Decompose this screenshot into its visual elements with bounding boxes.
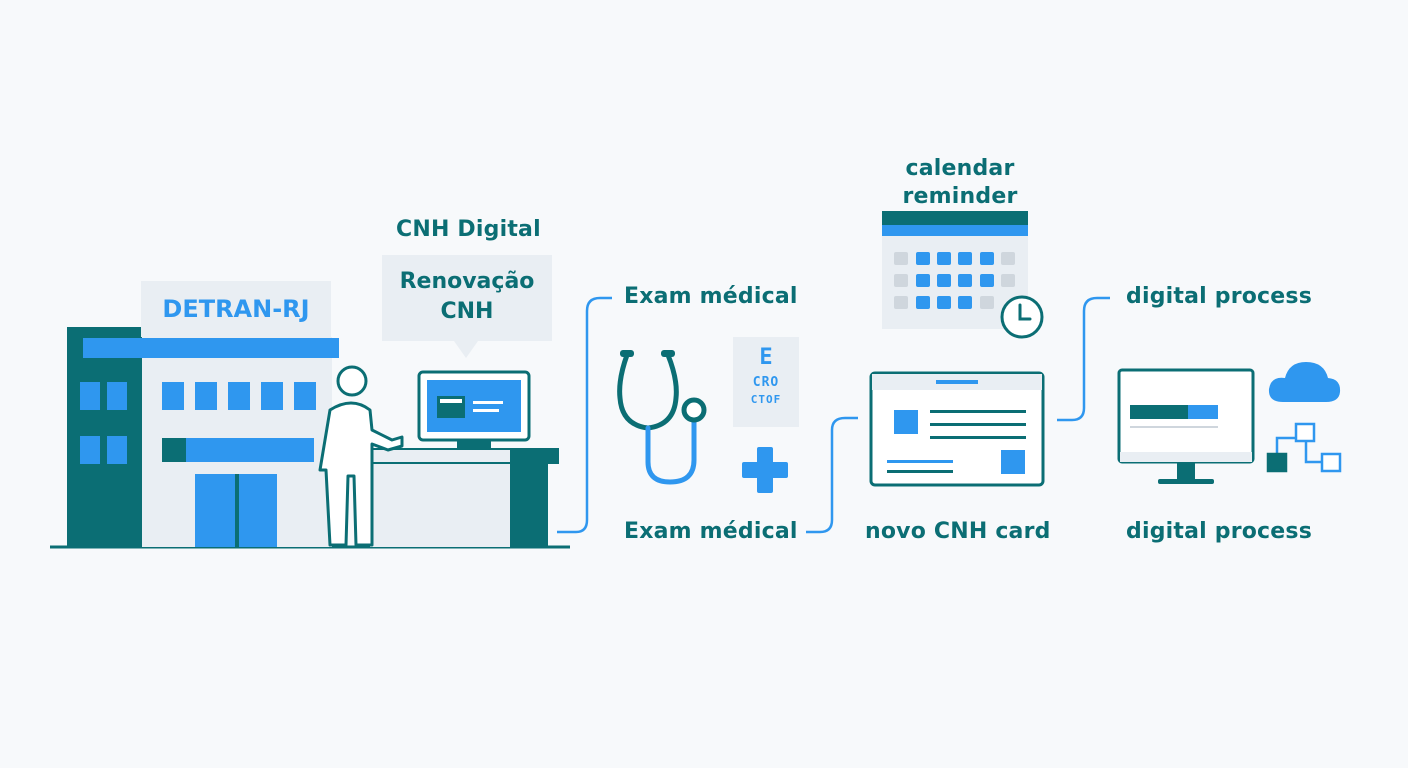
eye-chart-row-2: CRO bbox=[752, 375, 780, 390]
connector-line-3 bbox=[1057, 296, 1110, 422]
speech-bubble: Renovação CNH bbox=[382, 255, 552, 358]
connector-line-2 bbox=[806, 416, 858, 534]
calendar-reminder-label: calendar reminder bbox=[880, 155, 1040, 211]
exam-medical-label-top: Exam médical bbox=[624, 284, 798, 309]
cnh-card-icon bbox=[869, 371, 1045, 487]
detran-sign: DETRAN-RJ bbox=[141, 281, 331, 337]
exam-medical-label-bottom: Exam médical bbox=[624, 519, 798, 544]
detran-building-icon bbox=[67, 327, 339, 547]
calendar-label-line-1: calendar bbox=[905, 156, 1015, 181]
stethoscope-icon bbox=[617, 350, 707, 485]
network-nodes-icon bbox=[1266, 422, 1342, 473]
calendar-label-line-2: reminder bbox=[902, 184, 1018, 209]
connector-line-1 bbox=[557, 296, 612, 534]
calendar-icon bbox=[882, 211, 1028, 329]
desktop-monitor-icon bbox=[1117, 368, 1255, 484]
digital-process-label-bottom: digital process bbox=[1126, 519, 1313, 544]
cloud-icon bbox=[1268, 362, 1341, 402]
bubble-line-2: CNH bbox=[440, 299, 494, 324]
digital-process-label-top: digital process bbox=[1126, 284, 1313, 309]
novo-cnh-card-label: novo CNH card bbox=[865, 519, 1051, 544]
speech-bubble-text: Renovação CNH bbox=[382, 267, 552, 327]
cnh-digital-heading: CNH Digital bbox=[396, 217, 541, 242]
kiosk-monitor-icon bbox=[417, 370, 531, 450]
clock-icon bbox=[1000, 295, 1044, 339]
eye-chart-icon bbox=[733, 337, 799, 427]
medical-cross-icon bbox=[742, 447, 788, 493]
eye-chart-row-3: CTOF bbox=[750, 393, 782, 406]
bubble-line-1: Renovação bbox=[399, 269, 535, 294]
eye-chart-row-1: E bbox=[759, 345, 773, 370]
